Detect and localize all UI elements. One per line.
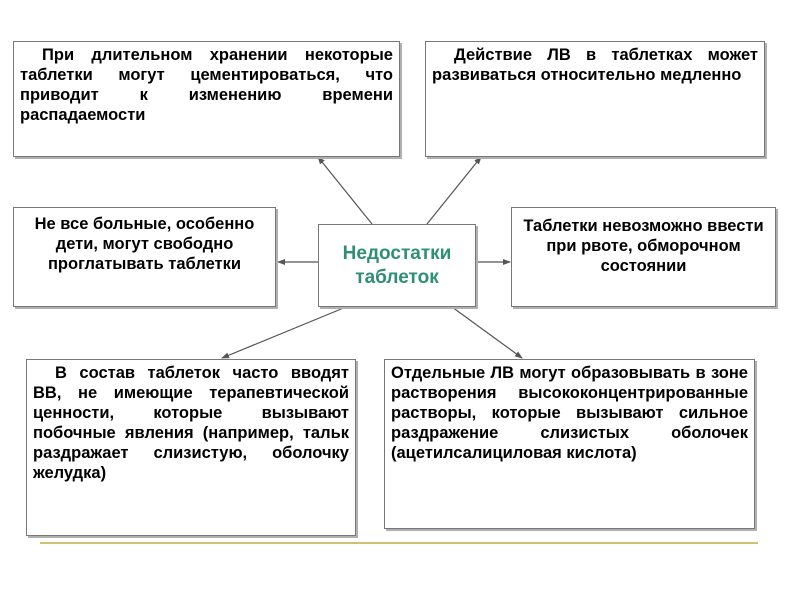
box-top-left: При длительном хранении некоторые таблет… [13,41,400,157]
box-bottom-right: Отдельные ЛВ могут образовывать в зоне р… [384,359,755,529]
arrow-to-bottom-right [451,306,523,359]
arrow-to-top-left [317,156,373,225]
box-middle-left: Не все больные, особенно дети, могут сво… [13,207,276,307]
arrow-to-top-right [426,156,482,225]
box-middle-right: Таблетки невозможно ввести при рвоте, об… [511,207,776,307]
box-top-right: Действие ЛВ в таблетках может развиватьс… [425,41,765,157]
box-bottom-left: В состав таблеток часто вводят ВВ, не им… [26,359,356,536]
center-title: Недостатки таблеток [318,224,476,307]
footer-rule [40,542,758,544]
arrow-to-bottom-left [221,306,347,359]
